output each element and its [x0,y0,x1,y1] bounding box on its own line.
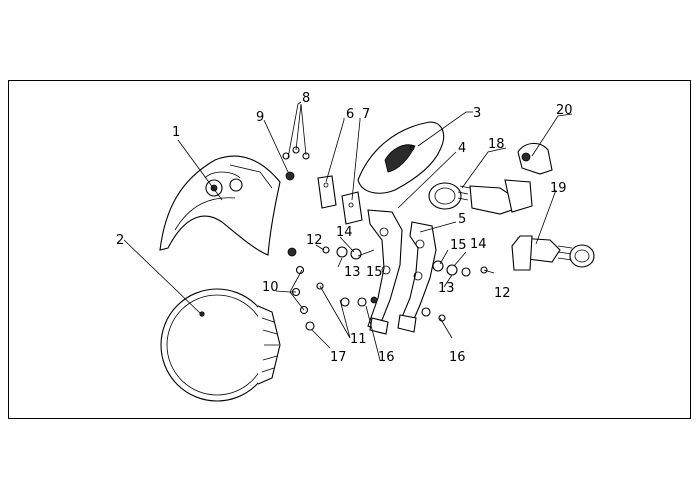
callout-8: 8 [302,91,310,106]
callout-19: 19 [550,181,567,196]
leader-lines [123,101,573,361]
callout-4: 4 [458,141,466,156]
callout-9: 9 [256,110,264,125]
part-plate-6 [317,175,337,209]
callout-13-right: 13 [438,281,455,296]
callout-16-left: 16 [378,350,395,365]
callout-14-right: 14 [470,237,487,252]
callout-18: 18 [488,137,505,152]
part-bracket-left [367,209,403,335]
callout-15-left: 15 [366,265,383,280]
part-turn-signal-18 [428,179,533,215]
callout-20: 20 [556,103,573,118]
part-bracket-right [397,221,437,333]
diagram-frame [8,80,691,419]
callout-6: 6 [346,107,354,122]
callout-7: 7 [362,107,370,122]
part-turn-signal-19 [511,235,595,271]
callout-13-left: 13 [344,265,361,280]
callout-16-right: 16 [449,350,466,365]
callout-15-right: 15 [450,238,467,253]
callout-5: 5 [458,212,466,227]
callout-1: 1 [172,125,180,140]
part-headlight-lens [160,288,281,402]
part-signal-mount-20 [517,142,553,175]
callout-14-left: 14 [336,225,353,240]
callout-12-left: 12 [306,233,323,248]
callout-3: 3 [473,106,481,121]
callout-17: 17 [330,350,347,365]
callout-10: 10 [262,280,279,295]
part-upper-cover [357,121,445,194]
callouts: 1 2 3 4 5 6 7 8 9 10 11 12 12 13 13 14 1… [116,91,573,365]
callout-2: 2 [116,233,124,248]
part-headlight-cowl [159,155,281,256]
callout-12-right: 12 [494,286,511,301]
callout-11: 11 [350,332,367,347]
